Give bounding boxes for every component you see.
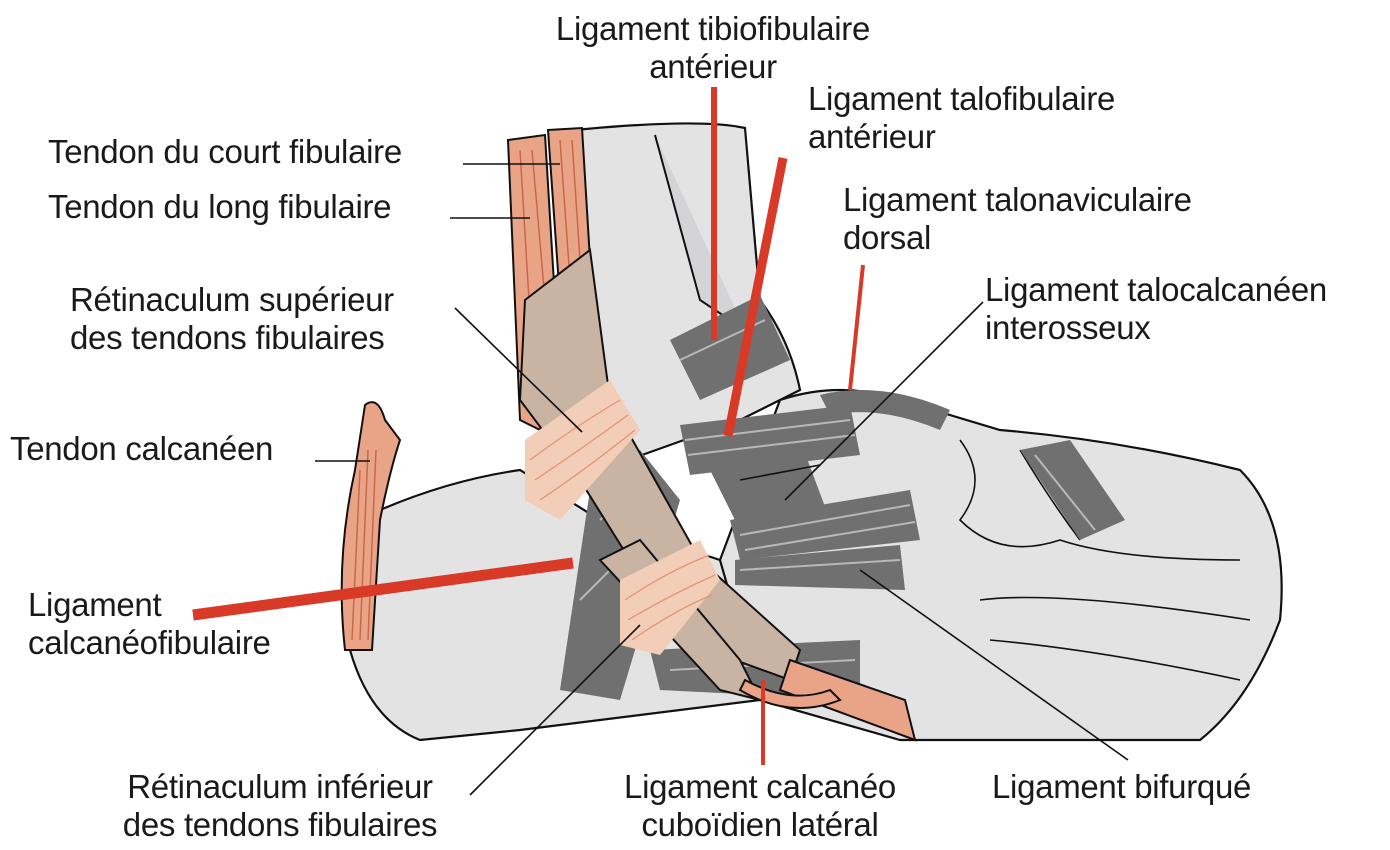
ligament-bifurque-lower [735,545,905,590]
label-line: calcanéofibulaire [28,624,271,661]
leader-retinaculum-inf [469,624,641,796]
label-line: Ligament talofibulaire [808,80,1116,117]
label-bifurque: Ligament bifurqué [992,768,1251,806]
label-line: antérieur [649,48,777,85]
pointer-talofibulaire [723,157,788,437]
leader-talocalcaneen [784,301,984,501]
ligament-interosseous [710,440,830,530]
label-court-fibulaire: Tendon du court fibulaire [48,133,402,171]
ligament-talofibulaire [680,405,860,475]
label-retinaculum-superieur: Rétinaculum supérieur des tendons fibula… [70,281,394,357]
label-line: Ligament talonaviculaire [843,181,1192,218]
label-tibiofibulaire: Ligament tibiofibulaire antérieur [533,10,893,86]
leader-interosseous-2 [739,464,821,481]
label-calcaneo-cuboidien: Ligament calcanéo cuboïdien latéral [590,768,930,844]
label-line: Ligament [28,586,162,623]
label-line: interosseux [985,309,1151,346]
label-talonaviculaire: Ligament talonaviculaire dorsal [843,181,1192,257]
ligament-talonaviculaire [820,390,950,430]
ligament-bifurque-upper [730,490,920,560]
label-line: cuboïdien latéral [641,806,879,843]
label-line: Rétinaculum inférieur [127,768,433,805]
leader-retinaculum-sup [454,307,583,433]
label-talofibulaire: Ligament talofibulaire antérieur [808,80,1115,156]
label-line: Ligament calcanéo [624,768,896,805]
label-line: Tendon du court fibulaire [48,133,402,170]
label-line: Ligament bifurqué [992,768,1252,805]
label-line: des tendons fibulaires [122,806,438,843]
label-line: Rétinaculum supérieur [70,281,394,318]
ligament-dorsal-forefoot [1020,440,1125,540]
label-line: Tendon calcanéen [10,430,274,467]
leader-bifurque [859,569,1129,761]
label-line: Ligament tibiofibulaire [555,10,871,47]
label-tendon-calcaneen: Tendon calcanéen [10,430,273,468]
retinaculum-inferieur [620,540,720,655]
retinaculum-superieur [525,380,640,520]
label-line: Ligament talocalcanéen [985,271,1327,308]
label-line: antérieur [808,118,936,155]
tendon-distal [778,658,917,742]
pointer-talonaviculaire [848,264,865,391]
label-line: Tendon du long fibulaire [48,188,392,225]
label-long-fibulaire: Tendon du long fibulaire [48,188,392,226]
label-line: des tendons fibulaires [70,319,385,356]
label-calcaneofibulaire: Ligament calcanéofibulaire [28,586,271,662]
label-retinaculum-inferieur: Rétinaculum inférieur des tendons fibula… [90,768,470,844]
pointer-calcaneofibulaire [192,557,574,621]
label-line: dorsal [843,219,932,256]
label-talocalcaneen: Ligament talocalcanéen interosseux [985,271,1327,347]
